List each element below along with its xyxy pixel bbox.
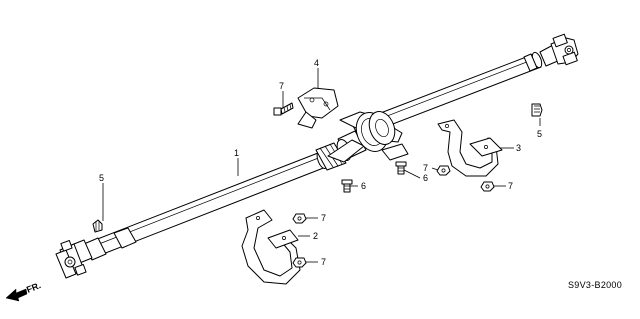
callout-7-mid: 7	[423, 163, 428, 173]
callout-7-low1: 7	[321, 213, 326, 223]
bolt-upper	[273, 102, 294, 116]
callout-6-right: 6	[423, 173, 428, 183]
callout-2: 2	[313, 231, 318, 241]
callout-3: 3	[516, 143, 521, 153]
nut-low-2	[292, 257, 307, 268]
callout-7-low2: 7	[321, 257, 326, 267]
callout-5-left: 5	[99, 173, 104, 183]
nut-low-1	[292, 213, 307, 224]
flange-bolt-left	[341, 179, 353, 193]
hanger-bracket-lower	[241, 209, 301, 285]
front-arrow-icon	[5, 288, 28, 302]
hanger-bracket-right	[437, 119, 503, 177]
nut-right	[480, 181, 495, 192]
direction-label: FR.	[25, 280, 42, 295]
callout-7-top: 7	[279, 81, 284, 91]
flange-bolt-right	[395, 161, 407, 175]
front-universal-joint	[55, 237, 107, 279]
bolt-right	[531, 103, 543, 117]
callout-labels: 1 2 3 4 5 5 6 6 7 7 7 7 7	[99, 58, 542, 267]
callout-6-left: 6	[361, 181, 366, 191]
callout-7-right: 7	[508, 181, 513, 191]
nut-mid	[436, 165, 451, 176]
front-direction-indicator: FR.	[5, 280, 42, 302]
heat-shield-bracket	[297, 87, 339, 129]
callout-5-right: 5	[537, 129, 542, 139]
center-support-bearing	[327, 111, 409, 163]
callout-1: 1	[234, 148, 239, 158]
bolt-left	[92, 219, 103, 233]
leader-lines	[102, 68, 541, 263]
rear-universal-joint	[539, 33, 579, 67]
callout-4: 4	[314, 58, 319, 68]
diagram-code: S9V3-B2000	[568, 280, 622, 290]
